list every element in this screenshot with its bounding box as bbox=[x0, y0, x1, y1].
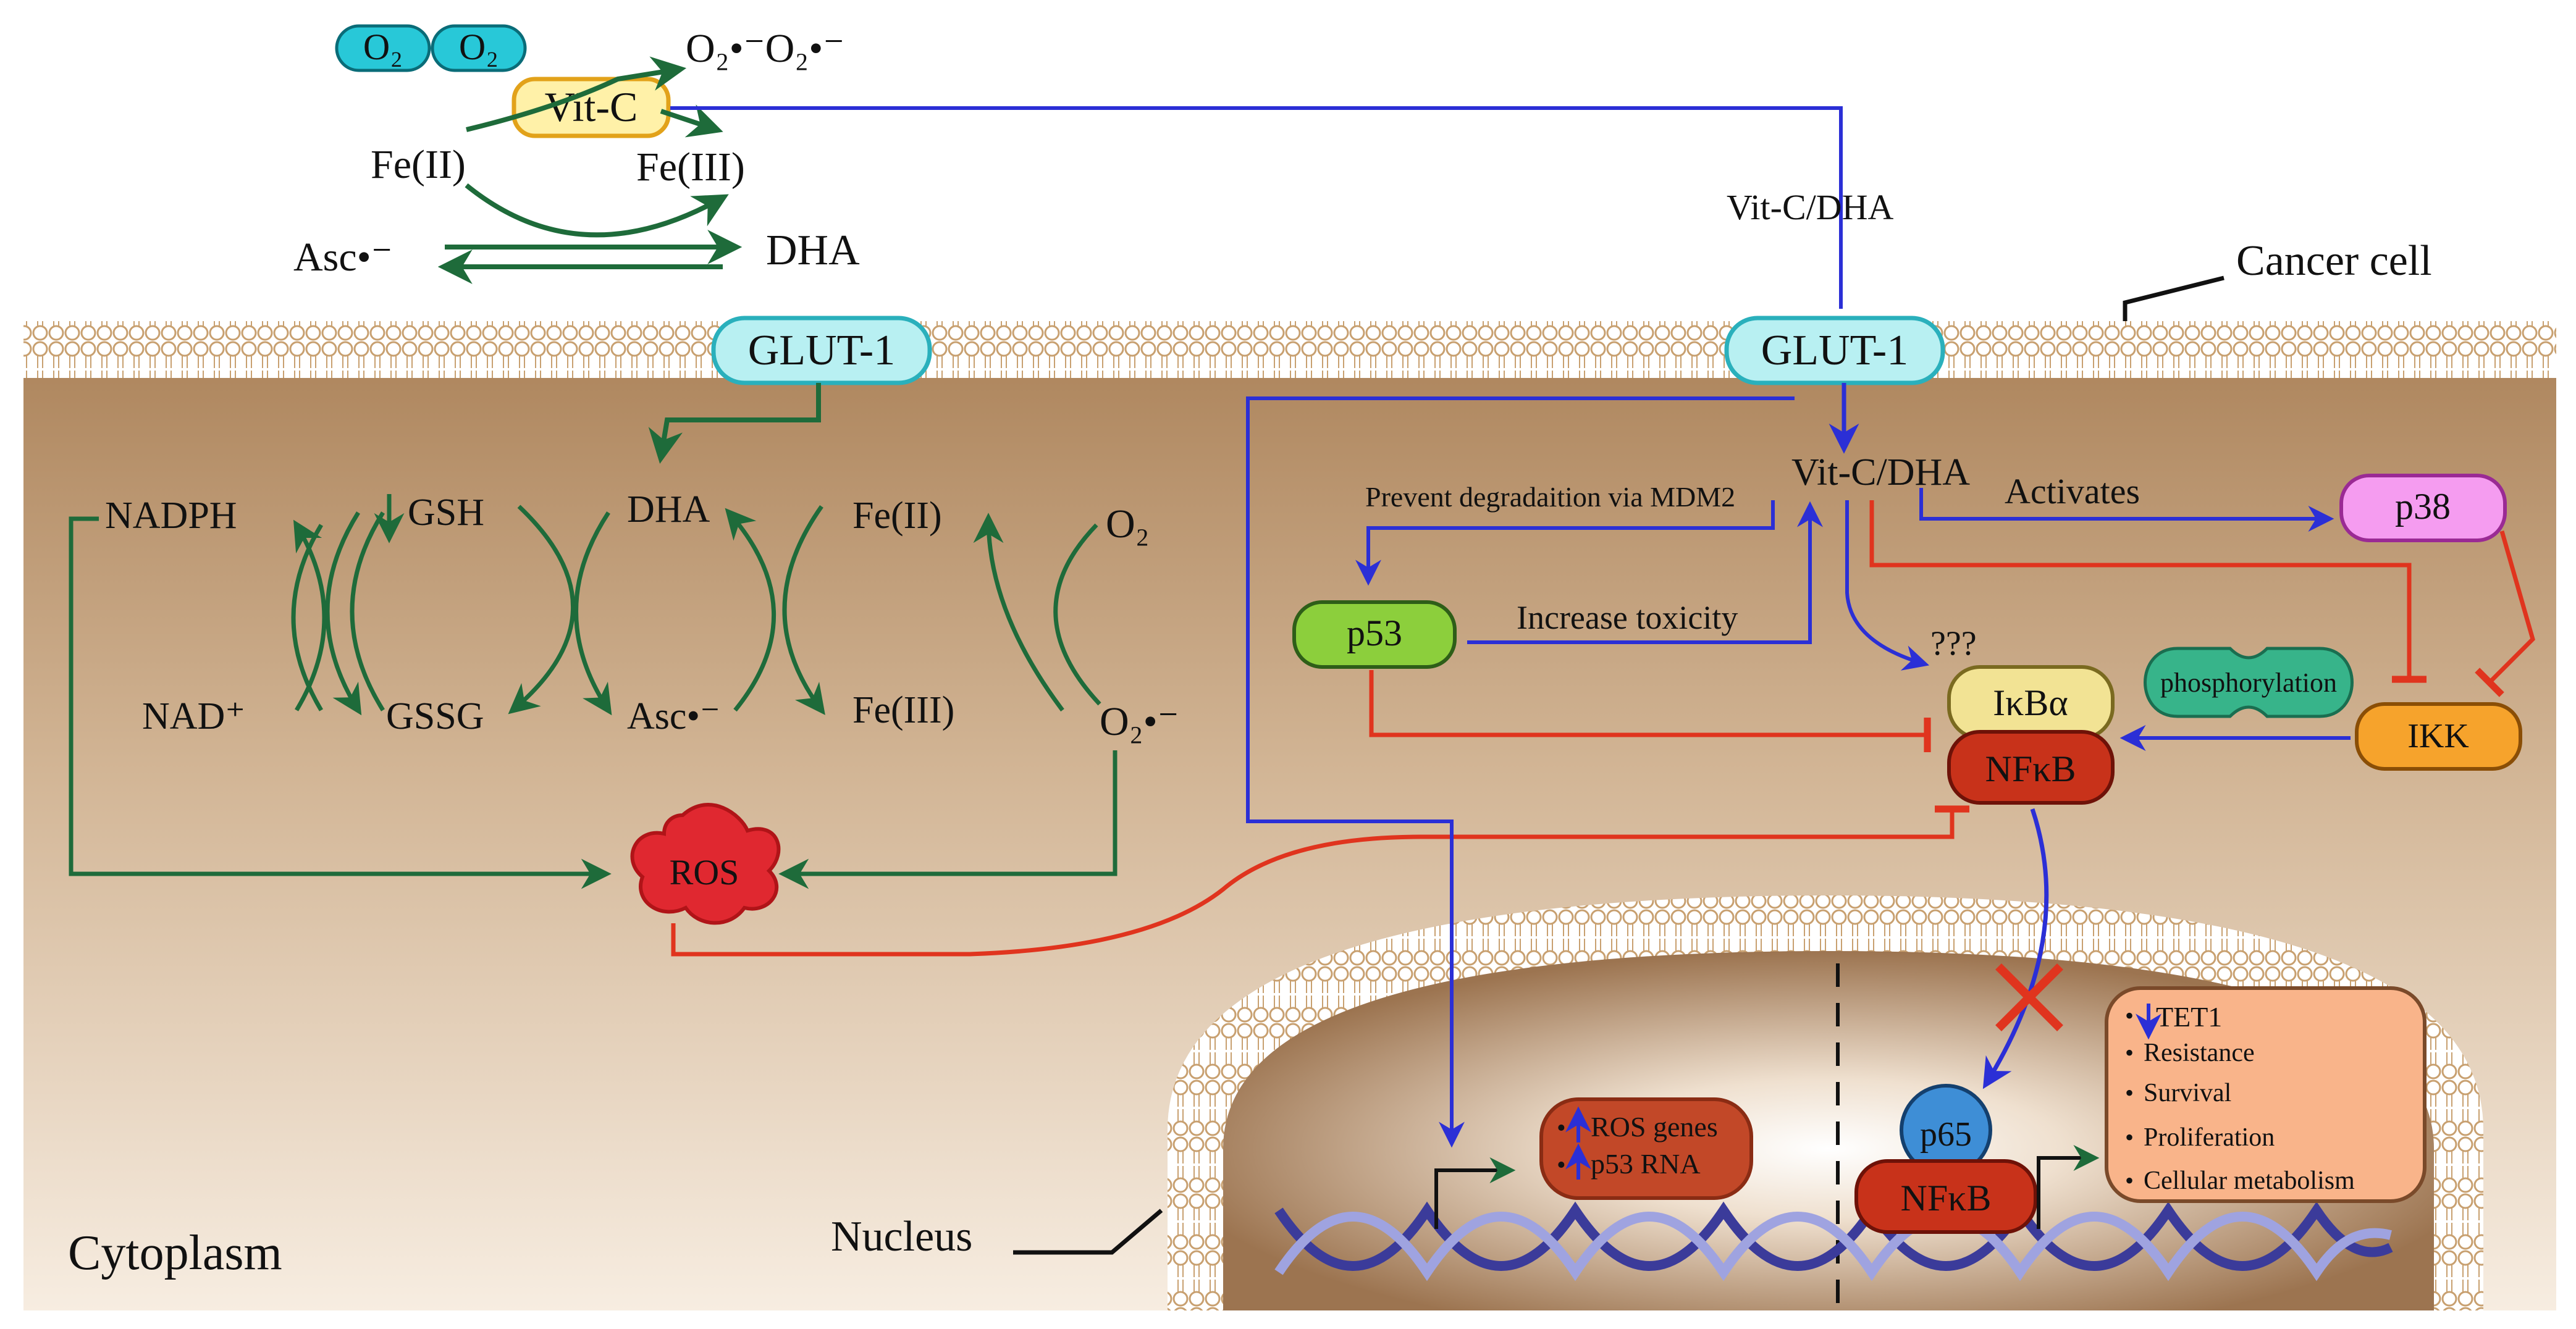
ros-genes-bullet: • bbox=[1557, 1114, 1566, 1142]
unknown-label: ??? bbox=[1930, 624, 1977, 663]
superoxide-in-label: O₂•⁻ bbox=[1100, 699, 1179, 744]
nucleus-label: Nucleus bbox=[831, 1213, 972, 1260]
o2-label-1: O₂ bbox=[363, 27, 403, 67]
svg-text:•: • bbox=[2125, 1167, 2134, 1194]
vitc-dha-in-label: Vit-C/DHA bbox=[1791, 451, 1970, 493]
glut1-right bbox=[1724, 316, 1945, 385]
vitc-dha-out-label: Vit-C/DHA bbox=[1727, 187, 1894, 227]
nucleus-pointer bbox=[1013, 1209, 1163, 1255]
ikk-label: IKK bbox=[2407, 717, 2469, 755]
effects-list: • TET1 • Resistance • Survival • Prolife… bbox=[2125, 1001, 2355, 1195]
glut1-right-label: GLUT-1 bbox=[1761, 327, 1909, 374]
arrow-glut-to-dha bbox=[648, 383, 821, 464]
glut1-left bbox=[711, 316, 932, 385]
inhibit-p53-to-nfkb bbox=[1369, 670, 1931, 752]
arrow-vitc-to-ros-genes bbox=[1246, 396, 1795, 1148]
increase-label: Increase toxicity bbox=[1517, 599, 1738, 636]
fe3-out-label: Fe(III) bbox=[636, 145, 745, 190]
p38-label: p38 bbox=[2395, 486, 2451, 527]
cytoplasm-label: Cytoplasm bbox=[68, 1226, 282, 1280]
o2-pill-1 bbox=[335, 24, 431, 72]
ikba-label: IκBα bbox=[1993, 682, 2068, 723]
glut1-left-label: GLUT-1 bbox=[748, 327, 896, 374]
effect-survival: Survival bbox=[2144, 1079, 2231, 1107]
nad-label: NAD⁺ bbox=[142, 695, 245, 737]
arrow-vitc-to-p53 bbox=[1355, 500, 1775, 586]
ikk-box bbox=[2355, 702, 2522, 771]
asc-out-label: Asc•⁻ bbox=[293, 235, 393, 280]
cancer-cell-label: Cancer cell bbox=[2236, 237, 2432, 285]
vitc-box bbox=[511, 77, 671, 138]
arrow-vitc-to-fe3 bbox=[660, 104, 723, 138]
ros-blob bbox=[630, 803, 781, 925]
effect-metabolism: Cellular metabolism bbox=[2144, 1167, 2355, 1195]
svg-text:•: • bbox=[2125, 1079, 2134, 1107]
svg-text:•: • bbox=[2125, 1039, 2134, 1067]
p53-box bbox=[1292, 600, 1457, 669]
svg-text:•: • bbox=[2125, 1002, 2134, 1029]
arrow-vitc-to-p38 bbox=[1919, 488, 2334, 532]
nfkb-label: NFκB bbox=[1985, 748, 2076, 789]
fe3-in-label: Fe(III) bbox=[852, 689, 954, 731]
nfkb-nucleus-box bbox=[1854, 1159, 2037, 1234]
ros-label: ROS bbox=[670, 852, 739, 892]
ros-genes-label: ROS genes bbox=[1591, 1111, 1718, 1142]
phosphorylation-label: phosphorylation bbox=[2160, 668, 2337, 698]
o2-in-label: O₂ bbox=[1106, 501, 1150, 547]
arrow-superoxide-to-ros bbox=[778, 750, 1118, 889]
gsh-label: GSH bbox=[408, 492, 484, 534]
dha-out-label: DHA bbox=[766, 227, 860, 274]
superoxide-out-label: O₂•⁻O₂•⁻ bbox=[686, 26, 844, 71]
p53-rna-bullet: • bbox=[1557, 1151, 1566, 1180]
phosphorylation-shape bbox=[2144, 647, 2354, 718]
nfkb-box bbox=[1947, 730, 2115, 805]
ros-genes-box bbox=[1539, 1097, 1753, 1200]
arrow-vitc-to-ikba bbox=[1845, 500, 1930, 671]
asc-in-label: Asc•⁻ bbox=[627, 695, 720, 737]
effect-resistance: Resistance bbox=[2144, 1039, 2255, 1067]
nfkb-nucleus-label: NFκB bbox=[1901, 1178, 1992, 1218]
effect-tet1: TET1 bbox=[2156, 1001, 2222, 1033]
redox-cycle-arrows bbox=[291, 494, 1101, 716]
p65-label: p65 bbox=[1920, 1115, 1972, 1154]
arrow-p53-increase-toxicity bbox=[1467, 501, 1823, 644]
fe2-out-label: Fe(II) bbox=[371, 142, 466, 187]
prevent-label: Prevent degradaition via MDM2 bbox=[1365, 481, 1735, 513]
arrow-o2-to-superoxide bbox=[466, 56, 687, 132]
activates-label: Activates bbox=[2005, 471, 2140, 511]
p53-label: p53 bbox=[1347, 613, 1402, 653]
inhibit-p38-to-ikk bbox=[2475, 530, 2535, 697]
transcription-arrow-left bbox=[1434, 1157, 1516, 1229]
dha-in-label: DHA bbox=[627, 488, 710, 530]
line-vitc-to-right-glut bbox=[670, 106, 1843, 309]
effect-proliferation: Proliferation bbox=[2144, 1123, 2275, 1152]
arrow-nfkb-to-nucleus bbox=[1982, 808, 2049, 1089]
svg-text:•: • bbox=[2125, 1123, 2134, 1151]
inhibit-ros-to-nfkb bbox=[671, 805, 1969, 957]
cell-membrane bbox=[23, 321, 2556, 378]
o2-pill-2 bbox=[431, 24, 527, 72]
fe2-in-label: Fe(II) bbox=[852, 495, 942, 537]
effects-box bbox=[2105, 986, 2427, 1203]
o2-label-2: O₂ bbox=[459, 27, 499, 67]
arrow-nadph-to-ros bbox=[69, 516, 612, 889]
p53-rna-label: p53 RNA bbox=[1591, 1148, 1701, 1180]
inhibit-vitc-to-ikk bbox=[1869, 500, 2427, 683]
arrow-fe2-to-fe3 bbox=[465, 183, 729, 238]
blocked-cross-icon bbox=[1995, 963, 2063, 1031]
transcription-arrow-right bbox=[2037, 1145, 2100, 1229]
dna-helix bbox=[1274, 1201, 2393, 1281]
nadph-label: NADPH bbox=[105, 495, 237, 537]
gssg-label: GSSG bbox=[386, 695, 484, 737]
cancer-cell-pointer bbox=[2123, 275, 2225, 321]
p38-box bbox=[2339, 474, 2507, 542]
